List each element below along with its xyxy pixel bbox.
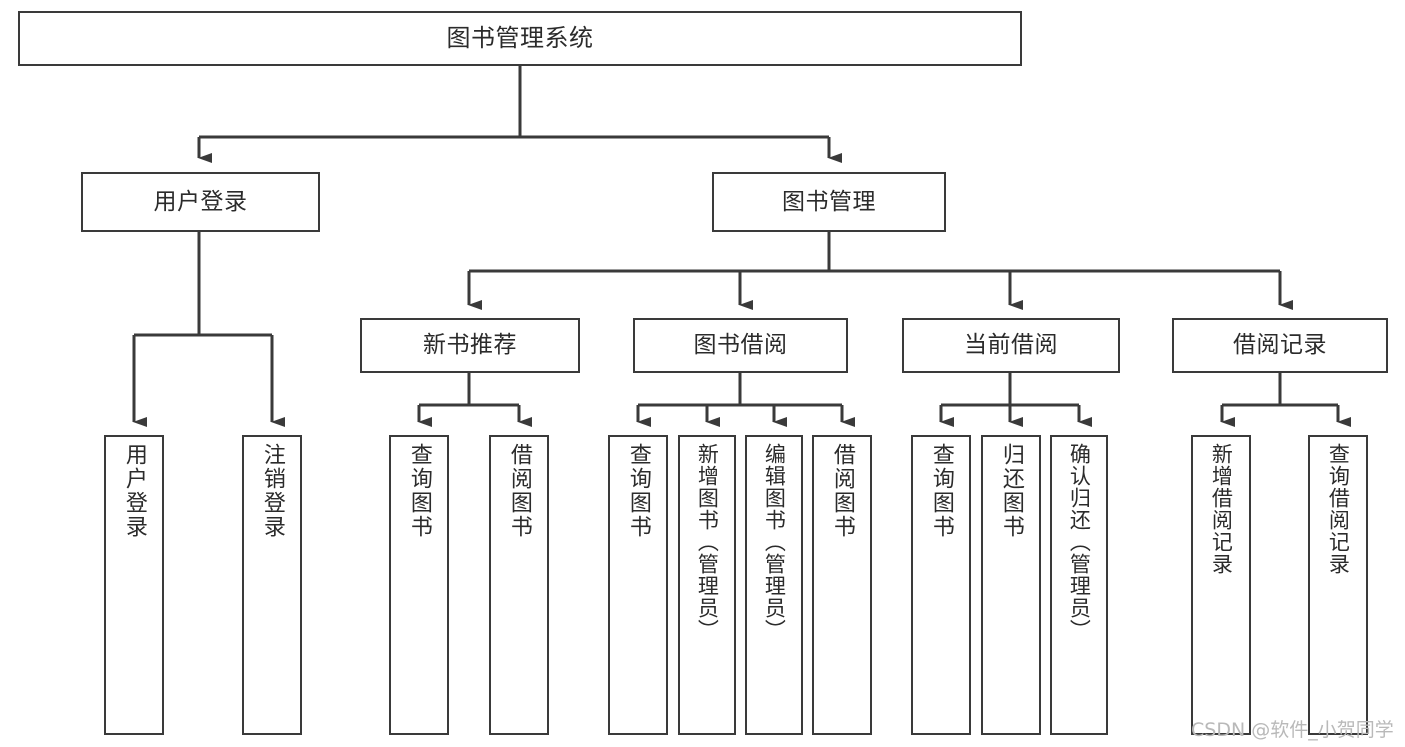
leaf-query-book-1-label: 查询图书 xyxy=(406,443,432,539)
leaf-user-logout[interactable]: 注销登录 xyxy=(242,435,302,735)
node-current-borrow-label: 当前借阅 xyxy=(964,332,1058,359)
leaf-edit-book-label: 编辑图书（管理员） xyxy=(762,443,787,641)
leaf-query-book-2[interactable]: 查询图书 xyxy=(608,435,668,735)
leaf-edit-book[interactable]: 编辑图书（管理员） xyxy=(745,435,803,735)
leaf-return-book-label: 归还图书 xyxy=(998,443,1024,539)
node-user-login[interactable]: 用户登录 xyxy=(81,172,320,232)
leaf-add-record[interactable]: 新增借阅记录 xyxy=(1191,435,1251,735)
node-user-login-label: 用户登录 xyxy=(153,188,248,215)
node-book-manage[interactable]: 图书管理 xyxy=(712,172,946,232)
node-root-label: 图书管理系统 xyxy=(446,23,594,52)
node-book-borrow[interactable]: 图书借阅 xyxy=(633,318,848,373)
node-current-borrow[interactable]: 当前借阅 xyxy=(902,318,1120,373)
leaf-confirm-return-label: 确认归还（管理员） xyxy=(1067,443,1092,641)
leaf-query-book-3-label: 查询图书 xyxy=(928,443,954,539)
leaf-user-login[interactable]: 用户登录 xyxy=(104,435,164,735)
leaf-confirm-return[interactable]: 确认归还（管理员） xyxy=(1050,435,1108,735)
leaf-borrow-book-1-label: 借阅图书 xyxy=(506,443,532,539)
leaf-user-login-label: 用户登录 xyxy=(121,443,147,539)
node-new-book-recommend[interactable]: 新书推荐 xyxy=(360,318,580,373)
leaf-return-book[interactable]: 归还图书 xyxy=(981,435,1041,735)
watermark-text: CSDN @软件_小贺同学 xyxy=(1191,719,1394,741)
leaf-add-book-label: 新增图书（管理员） xyxy=(695,443,720,641)
node-root[interactable]: 图书管理系统 xyxy=(18,11,1022,66)
leaf-borrow-book-2-label: 借阅图书 xyxy=(829,443,855,539)
leaf-query-book-2-label: 查询图书 xyxy=(625,443,651,539)
leaf-query-record-label: 查询借阅记录 xyxy=(1326,443,1351,575)
leaf-add-record-label: 新增借阅记录 xyxy=(1209,443,1234,575)
leaf-query-book-3[interactable]: 查询图书 xyxy=(911,435,971,735)
node-book-manage-label: 图书管理 xyxy=(782,188,876,215)
leaf-add-book[interactable]: 新增图书（管理员） xyxy=(678,435,736,735)
node-new-book-recommend-label: 新书推荐 xyxy=(423,332,517,359)
leaf-user-logout-label: 注销登录 xyxy=(259,443,285,539)
node-borrow-record[interactable]: 借阅记录 xyxy=(1172,318,1388,373)
leaf-query-record[interactable]: 查询借阅记录 xyxy=(1308,435,1368,735)
leaf-borrow-book-2[interactable]: 借阅图书 xyxy=(812,435,872,735)
leaf-query-book-1[interactable]: 查询图书 xyxy=(389,435,449,735)
node-borrow-record-label: 借阅记录 xyxy=(1233,332,1327,359)
leaf-borrow-book-1[interactable]: 借阅图书 xyxy=(489,435,549,735)
node-book-borrow-label: 图书借阅 xyxy=(693,332,788,359)
